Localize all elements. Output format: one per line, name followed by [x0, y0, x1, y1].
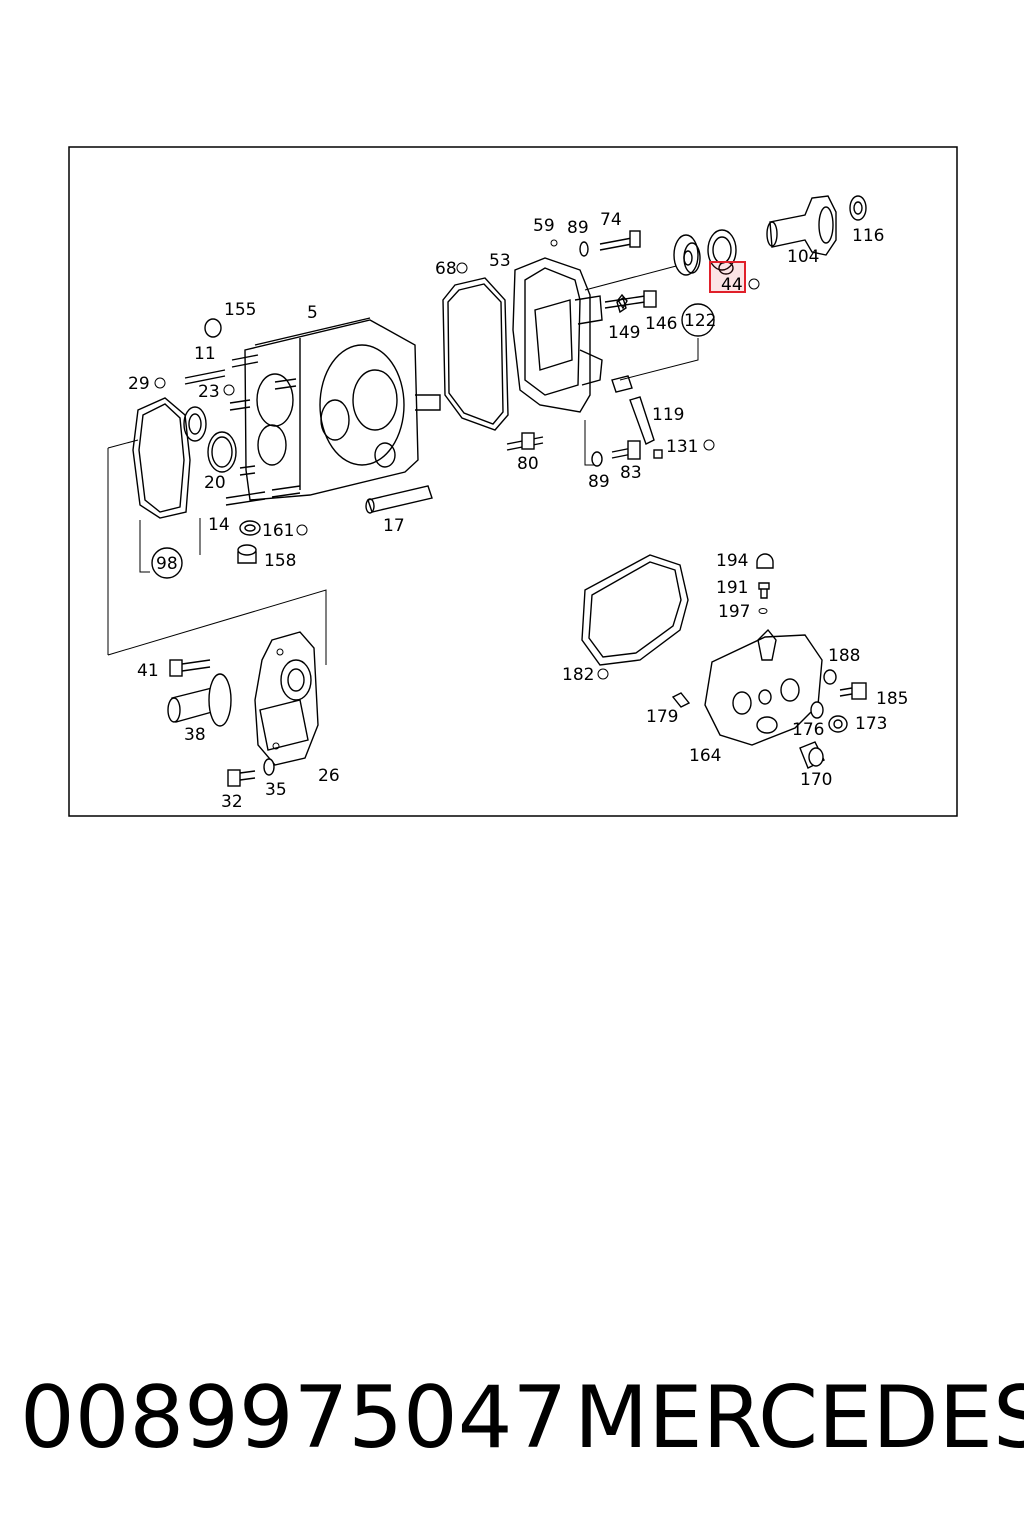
part-label: 83: [620, 463, 642, 483]
part-label: 179: [646, 707, 678, 727]
main-housing: [184, 317, 441, 506]
pump-cover: [704, 628, 823, 746]
part-label: 32: [221, 792, 243, 812]
part-label: 164: [689, 746, 721, 766]
part-label: 80: [517, 454, 539, 474]
part-label: 26: [318, 766, 340, 786]
part-label: 194: [716, 551, 748, 571]
part-label: 116: [852, 226, 884, 246]
part-label-highlighted: 44: [721, 275, 743, 295]
part-label: 149: [608, 323, 640, 343]
part-label: 41: [137, 661, 159, 681]
part-label: 29: [128, 374, 150, 394]
part-label: 59: [533, 216, 555, 236]
part-label: 119: [652, 405, 684, 425]
brand-name: MERCEDES: [574, 1368, 1024, 1468]
part-label: 146: [645, 314, 677, 334]
cover-housing: [512, 257, 603, 413]
part-label: 158: [264, 551, 296, 571]
part-label: 38: [184, 725, 206, 745]
highlight-box: [709, 261, 746, 293]
part-label: 197: [718, 602, 750, 622]
part-label: 185: [876, 689, 908, 709]
washer-symbols: [154, 262, 760, 680]
part-label: 68: [435, 259, 457, 279]
part-label: 20: [204, 473, 226, 493]
part-label: 23: [198, 382, 220, 402]
part-label: 89: [567, 218, 589, 238]
part-label: 11: [194, 344, 216, 364]
part-label: 104: [787, 247, 819, 267]
part-label: 122: [684, 311, 716, 331]
part-label: 35: [265, 780, 287, 800]
part-label: 188: [828, 646, 860, 666]
part-label: 161: [262, 521, 294, 541]
part-number: 0089975047: [20, 1368, 568, 1468]
part-label: 53: [489, 251, 511, 271]
part-label: 173: [855, 714, 887, 734]
part-label: 17: [383, 516, 405, 536]
part-label: 131: [666, 437, 698, 457]
part-labels: 59 89 74 116 104 44 68 53 155 5 149 146 …: [128, 210, 908, 812]
part-label: 170: [800, 770, 832, 790]
part-label: 5: [307, 303, 318, 323]
part-label: 191: [716, 578, 748, 598]
lower-cover: [254, 631, 319, 766]
part-label: 14: [208, 515, 230, 535]
part-label: 98: [156, 554, 178, 574]
part-label: 74: [600, 210, 622, 230]
part-label: 176: [792, 720, 824, 740]
part-label: 182: [562, 665, 594, 685]
part-label: 89: [588, 472, 610, 492]
part-label: 155: [224, 300, 256, 320]
